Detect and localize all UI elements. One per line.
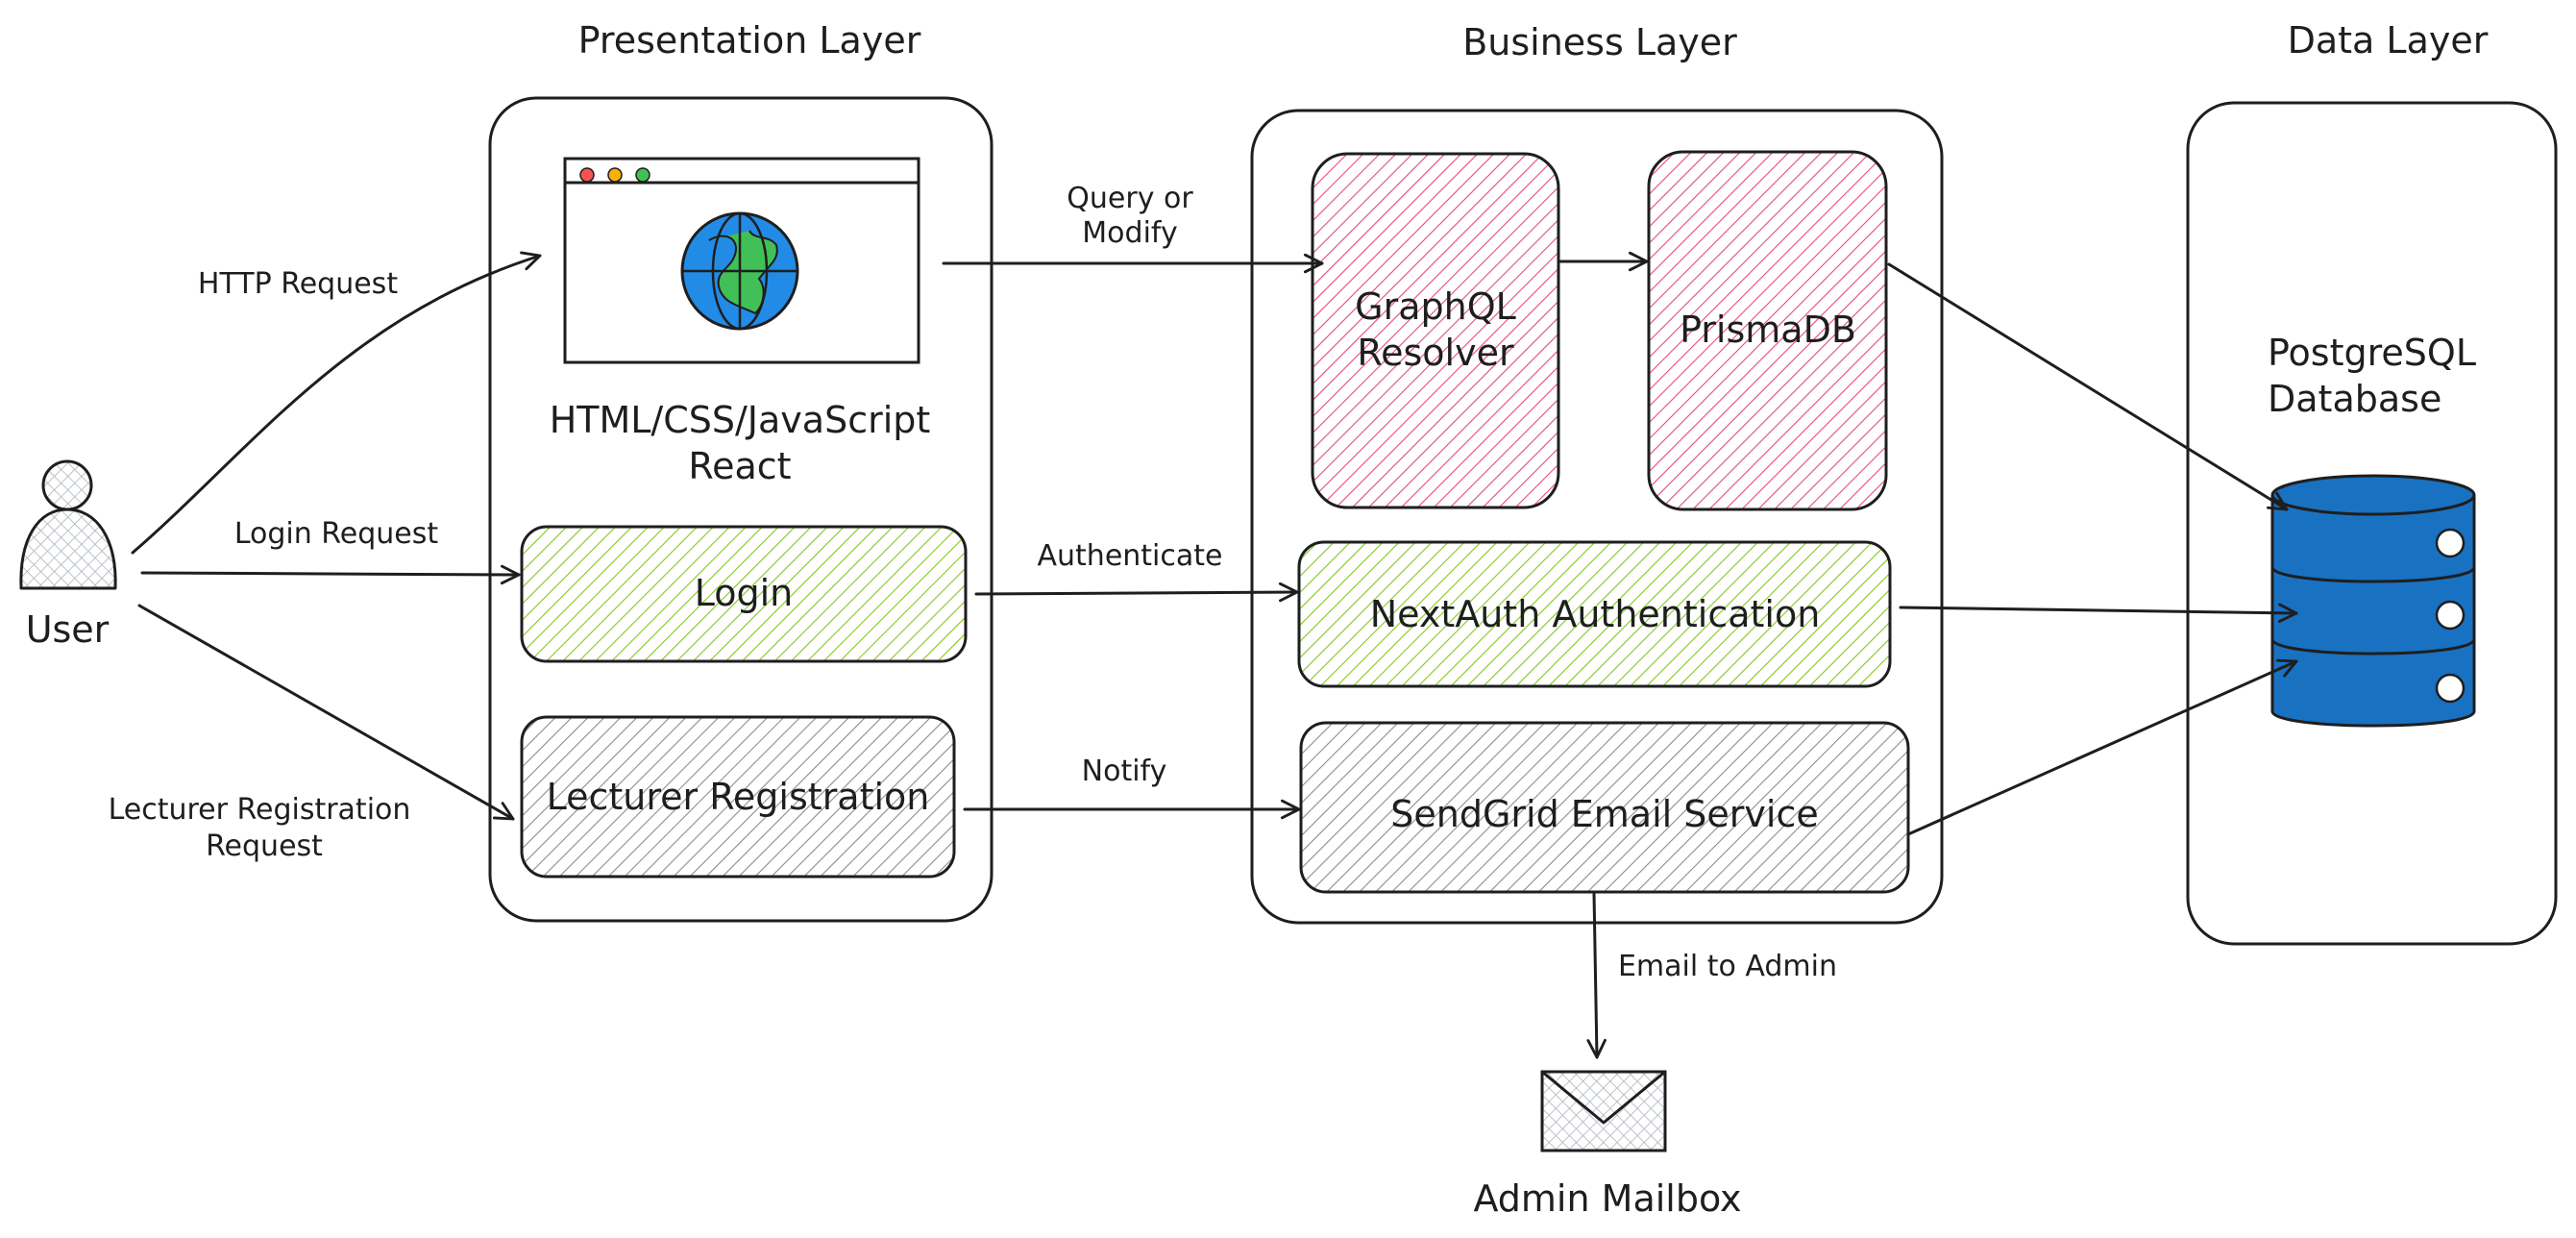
envelope-icon	[1540, 1070, 1667, 1152]
graphql-resolver-box	[1311, 152, 1560, 509]
nextauth-to-database-arrow	[1899, 603, 2298, 623]
prismadb-label: PrismaDB	[1680, 309, 1856, 351]
nextauth-label: NextAuth Authentication	[1370, 593, 1821, 635]
lecturer-registration-label: Lecturer Registration	[547, 776, 930, 818]
admin-mailbox-label: Admin Mailbox	[1473, 1177, 1741, 1220]
email-to-admin-arrow	[1586, 892, 1607, 1059]
prismadb-box	[1647, 150, 1888, 511]
login-box	[520, 525, 968, 663]
lecturer-request-arrow	[137, 604, 515, 821]
sendgrid-to-database-arrow	[1906, 658, 2298, 836]
sendgrid-box	[1299, 721, 1910, 894]
nextauth-box	[1297, 540, 1892, 688]
authenticate-arrow	[974, 582, 1299, 603]
graphql-label-line1: GraphQL	[1355, 285, 1516, 328]
globe-icon	[680, 211, 799, 331]
business-layer-frame	[1250, 109, 1944, 925]
database-label-line2: Database	[2268, 378, 2441, 420]
database-cylinder-icon	[2270, 474, 2476, 728]
data-layer-frame	[2186, 101, 2558, 946]
business-layer-title: Business Layer	[1462, 21, 1737, 63]
query-label-line1: Query or	[1067, 182, 1193, 215]
lecturer-request-label-line2: Request	[206, 829, 323, 863]
login-request-label: Login Request	[234, 517, 439, 551]
email-to-admin-label: Email to Admin	[1618, 950, 1837, 983]
login-label: Login	[695, 572, 794, 614]
http-request-arrow	[131, 251, 542, 555]
login-request-arrow	[140, 564, 521, 585]
sendgrid-label: SendGrid Email Service	[1390, 793, 1818, 835]
notify-label: Notify	[1082, 755, 1167, 788]
lecturer-request-label-line1: Lecturer Registration	[109, 793, 411, 827]
presentation-layer-frame	[488, 96, 994, 923]
frontend-label-line1: HTML/CSS/JavaScript	[550, 399, 931, 441]
data-layer-title: Data Layer	[2288, 19, 2489, 62]
user-label: User	[26, 608, 110, 651]
lecturer-registration-box	[520, 715, 956, 879]
frontend-label-line2: React	[688, 445, 791, 487]
graphql-label-line2: Resolver	[1357, 332, 1514, 374]
http-request-label: HTTP Request	[198, 267, 398, 301]
user-icon	[19, 459, 117, 590]
query-label-line2: Modify	[1082, 216, 1177, 250]
prisma-to-database-arrow	[1887, 262, 2289, 511]
database-label-line1: PostgreSQL	[2268, 332, 2476, 374]
presentation-layer-title: Presentation Layer	[578, 19, 921, 62]
authenticate-label: Authenticate	[1038, 539, 1223, 573]
